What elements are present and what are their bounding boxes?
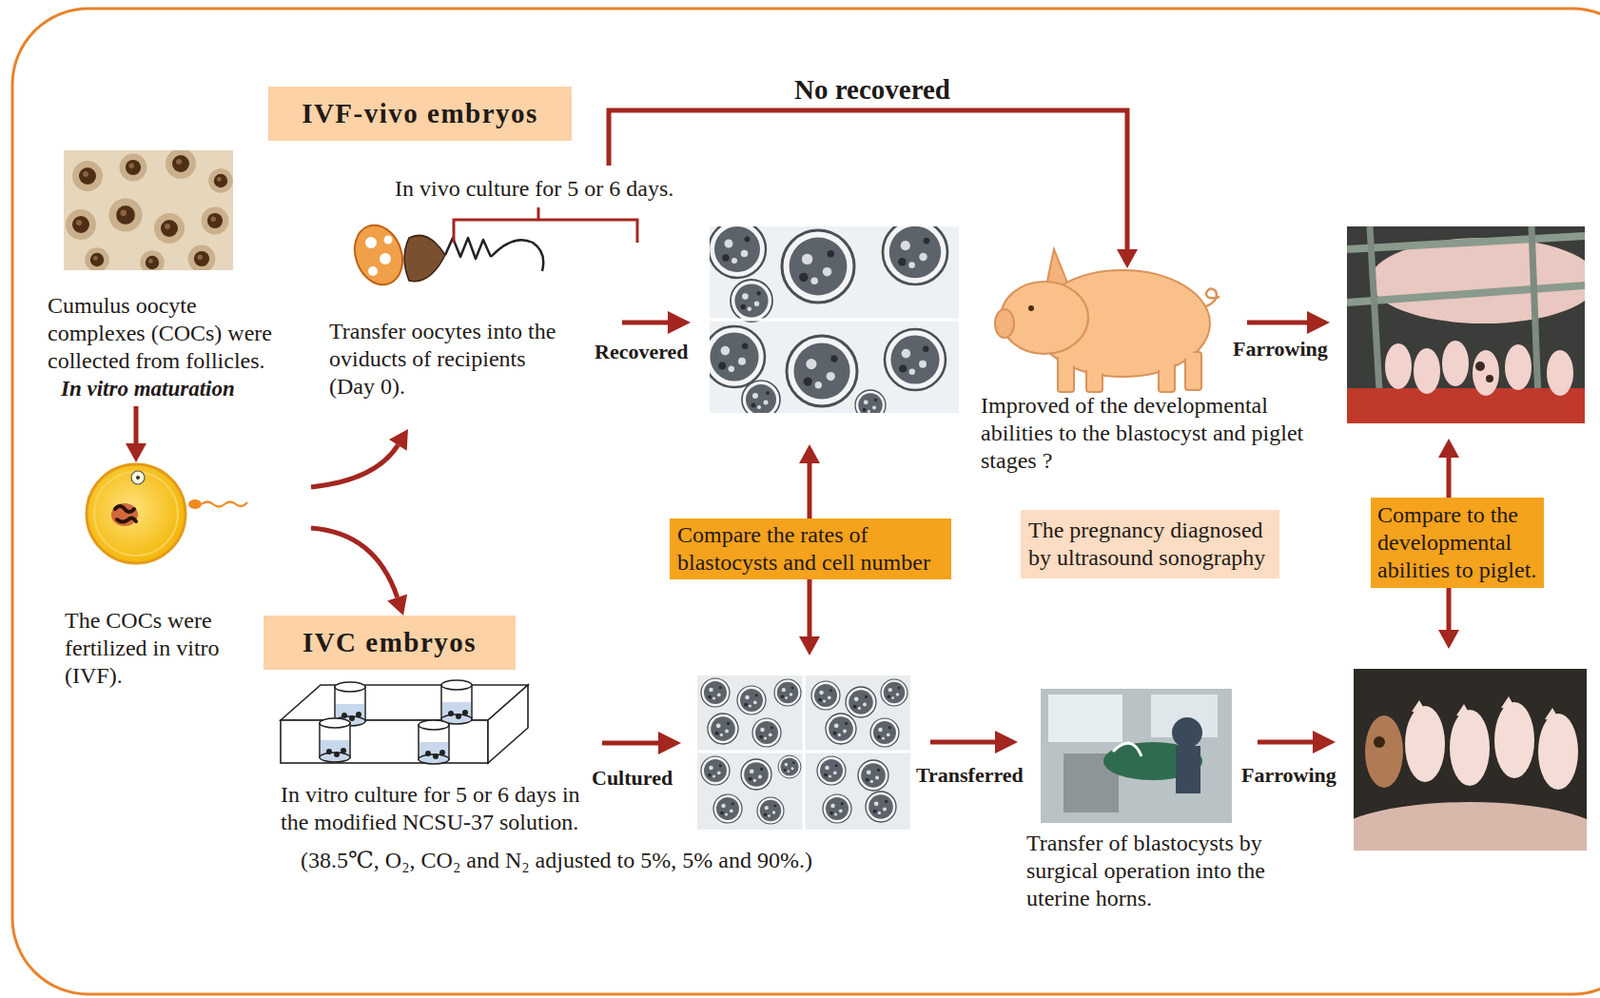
node-text: The COCs were fertilized in vitro (IVF).	[64, 606, 255, 690]
connector-line	[608, 110, 1128, 250]
note-box: The pregnancy diagnosed by ultrasound so…	[1020, 509, 1280, 579]
connector-line	[134, 406, 139, 444]
step-label: Farrowing	[1241, 761, 1337, 789]
arrowhead	[1438, 629, 1460, 649]
compare-arrow	[799, 579, 820, 656]
oviduct-transfer-group: In vivo culture for 5 or 6 days. Transfer…	[329, 165, 674, 430]
comparison-box: Compare the rates of blastocysts and cel…	[669, 518, 952, 580]
connector-line	[311, 527, 398, 598]
node-text: Compare the rates of blastocysts and cel…	[677, 521, 944, 577]
connector-line	[311, 445, 398, 488]
node-text: IVC embryos	[274, 625, 505, 660]
node-text: Cumulus oocyte complexes (COCs) were col…	[47, 292, 286, 375]
node-text: In vitro maturation	[60, 374, 286, 403]
culture-dish-group: In vitro culture for 5 or 6 days in the …	[280, 677, 852, 875]
connector-line	[807, 579, 813, 637]
compare-arrow	[1438, 587, 1460, 649]
node-text: (38.5℃, O₂, CO₂ and N₂ adjusted to 5%, 5…	[300, 846, 852, 875]
compare-arrow	[1438, 438, 1460, 498]
flow-connector	[311, 429, 409, 488]
compare-arrow	[799, 444, 820, 519]
flow-connector	[311, 527, 408, 616]
arrowhead	[1438, 438, 1460, 458]
node-text: Compare to the developmental abilities t…	[1377, 501, 1538, 585]
edge-label: No recovered	[790, 73, 955, 107]
node-text: IVF-vivo embryos	[279, 97, 561, 131]
arrowhead	[389, 429, 409, 451]
connector-line	[1446, 457, 1452, 498]
flow-connector	[608, 110, 1138, 269]
step-label: Transferred	[916, 761, 1024, 789]
node-text: In vivo culture for 5 or 6 days.	[394, 175, 674, 203]
step-label: Recovered	[594, 338, 689, 366]
node-text: The pregnancy diagnosed by ultrasound so…	[1028, 516, 1272, 572]
arrowhead	[799, 444, 820, 464]
node-text: Transfer oocytes into the oviducts of re…	[329, 317, 567, 401]
group-title-box: IVC embryos	[263, 615, 516, 670]
arrowhead	[387, 594, 408, 616]
cocs-photo-group: Cumulus oocyte complexes (COCs) were col…	[47, 150, 286, 405]
step-label: Cultured	[591, 764, 673, 792]
node-text: Improved of the developmental abilities …	[980, 391, 1316, 475]
recipient-pig-group: Improved of the developmental abilities …	[980, 268, 1324, 475]
connector-line	[807, 463, 813, 519]
arrowhead	[1116, 249, 1138, 269]
connector-line	[1446, 587, 1452, 630]
comparison-box: Compare to the developmental abilities t…	[1370, 497, 1544, 588]
flow-connector	[125, 406, 147, 463]
node-text: Transfer of blastocysts by surgical oper…	[1026, 829, 1308, 913]
step-label: Farrowing	[1232, 335, 1328, 363]
node-text: In vitro culture for 5 or 6 days in the …	[280, 780, 595, 837]
group-title-box: IVF-vivo embryos	[268, 86, 572, 141]
surgery-photo-group: Transfer of blastocysts by surgical oper…	[1026, 686, 1312, 913]
arrowhead	[799, 636, 820, 656]
arrowhead	[125, 443, 147, 463]
